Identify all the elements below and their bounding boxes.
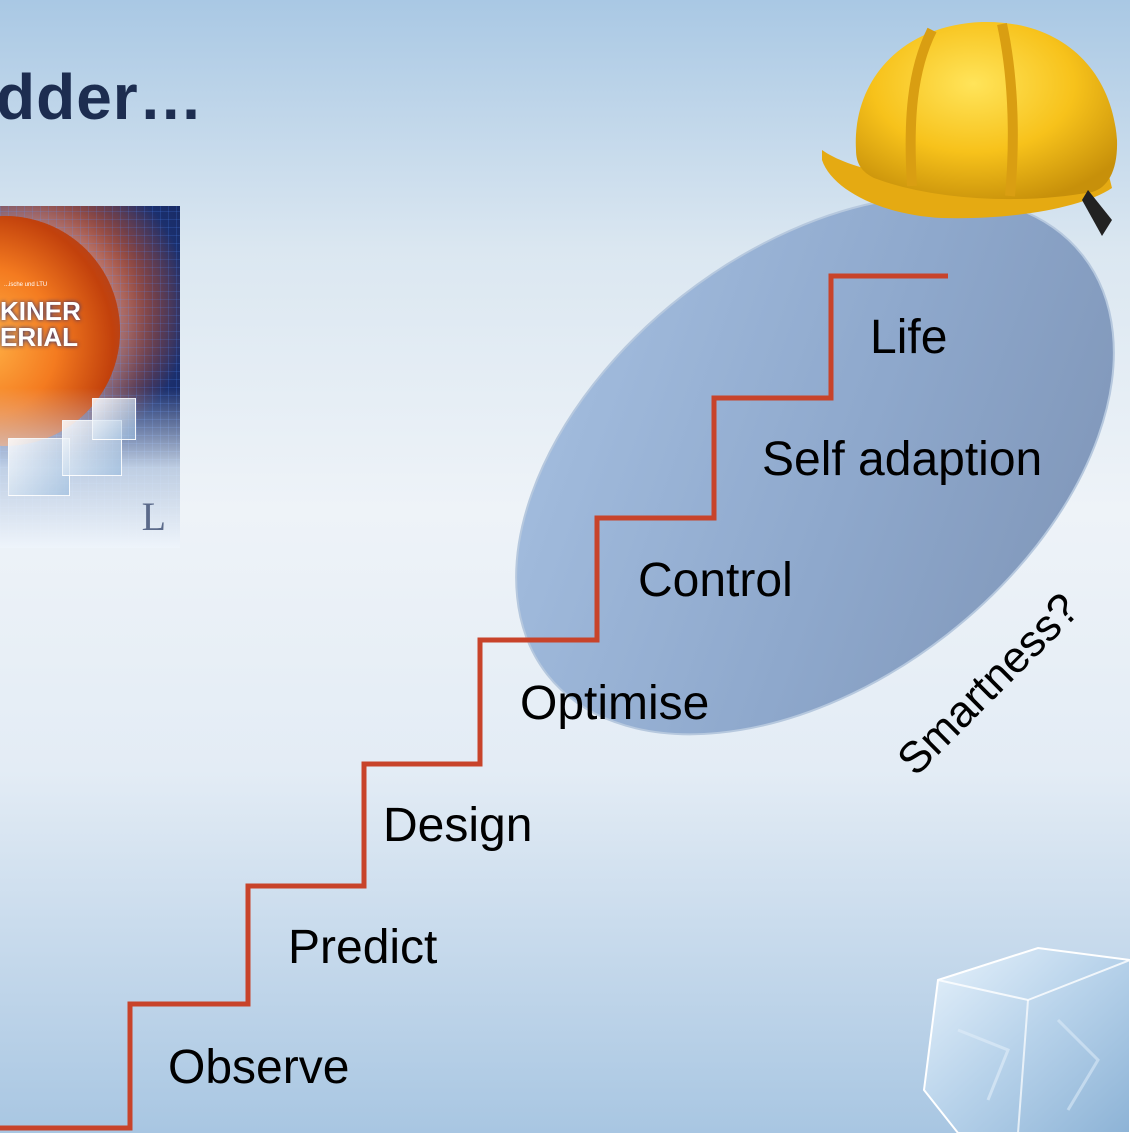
- step-optimise: Optimise: [520, 677, 710, 730]
- staircase-line: [0, 273, 948, 1131]
- book-cover-line-2: ERIAL: [0, 322, 78, 352]
- book-cover-line-1: KINER: [0, 296, 81, 326]
- publisher-logo: L: [141, 494, 166, 539]
- step-control: Control: [638, 554, 793, 607]
- slide-title: dder…: [0, 61, 204, 133]
- step-predict: Predict: [288, 921, 438, 974]
- step-self-adaption: Self adaption: [762, 433, 1043, 486]
- hard-hat-icon: [822, 21, 1118, 236]
- book-cover-title: KINER ERIAL: [0, 298, 100, 350]
- step-design: Design: [383, 799, 533, 852]
- book-cover-image: ...ische und LTU KINER ERIAL L: [0, 206, 180, 548]
- step-life: Life: [870, 311, 948, 364]
- book-ice-cube: [92, 398, 136, 440]
- step-observe: Observe: [168, 1041, 350, 1094]
- smartness-ellipse: [515, 194, 1115, 736]
- ice-cube-icon: [922, 946, 1130, 1133]
- book-small-text: ...ische und LTU: [4, 282, 48, 288]
